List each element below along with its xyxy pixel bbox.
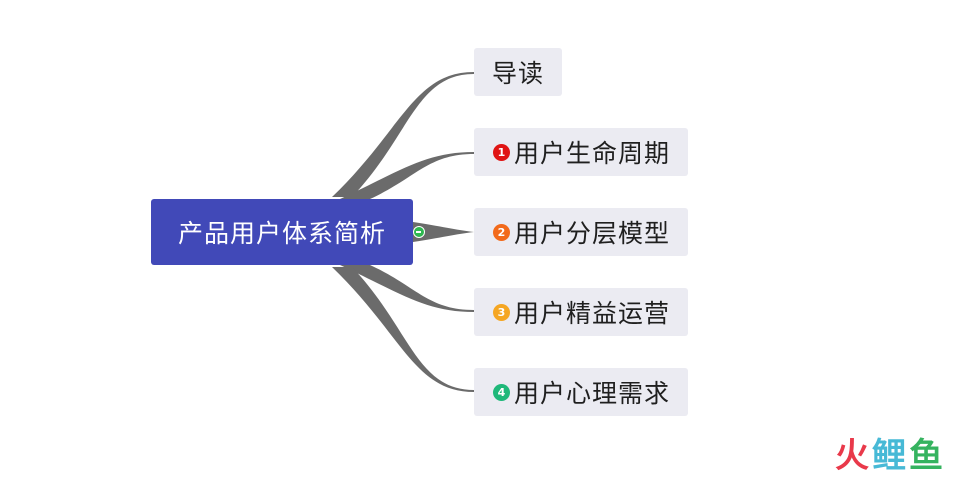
watermark-logo: 火鲤鱼 [835,436,946,476]
branch-label: 用户分层模型 [514,219,671,248]
collapse-toggle-icon[interactable] [413,226,425,238]
root-topic-label: 产品用户体系简析 [177,219,386,248]
branch-topic-lifecycle[interactable]: 1 用户生命周期 [474,128,689,176]
connector-intro [332,72,474,197]
branch-label: 用户生命周期 [514,139,671,168]
branch-topic-psychology[interactable]: 4 用户心理需求 [474,368,689,416]
priority-2-icon: 2 [493,223,510,241]
connector-layering [413,222,474,242]
branch-label: 导读 [492,59,545,88]
connector-lifecycle [340,152,474,199]
priority-4-icon: 4 [493,383,510,401]
priority-3-icon: 3 [493,303,510,321]
branch-label: 用户精益运营 [514,299,671,328]
connector-psychology [332,267,474,392]
branch-topic-operations[interactable]: 3 用户精益运营 [474,288,689,336]
connector-operations [340,265,474,312]
root-topic[interactable]: 产品用户体系简析 [151,199,413,265]
branch-topic-layering[interactable]: 2 用户分层模型 [474,208,689,256]
priority-1-icon: 1 [493,143,510,161]
branch-label: 用户心理需求 [514,379,671,408]
branch-topic-intro[interactable]: 导读 [474,48,563,96]
